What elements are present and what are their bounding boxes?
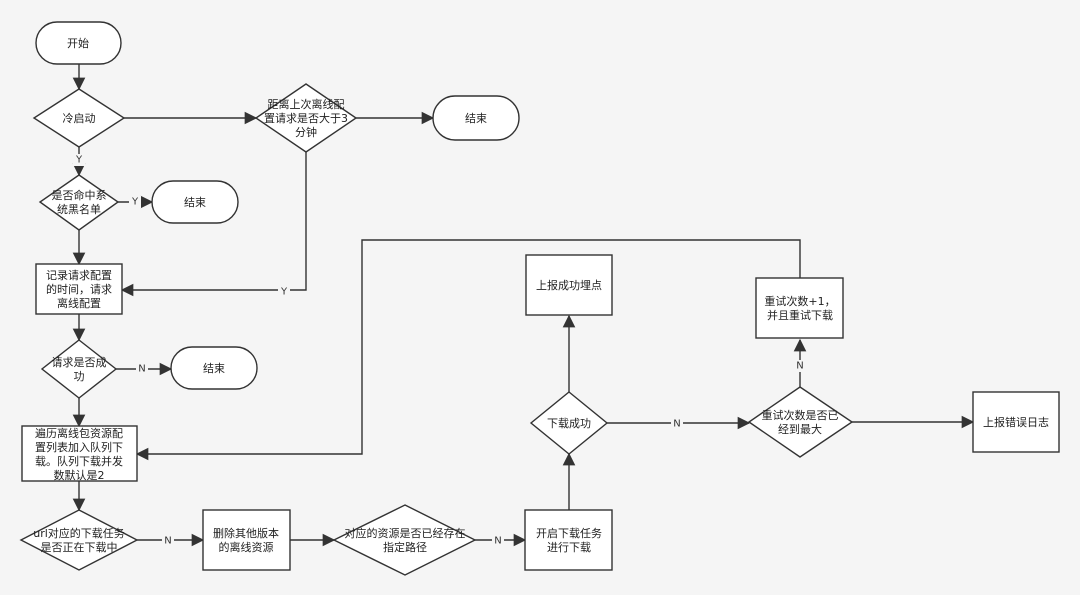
edge-interval-check-to-record bbox=[120, 152, 307, 297]
node-label-line: 开始 bbox=[67, 36, 89, 50]
node-label-line: 删除其他版本 bbox=[213, 526, 279, 540]
node-label: 重试次数+1，并且重试下载 bbox=[764, 294, 835, 322]
node-label-line: 请求是否成 bbox=[52, 356, 107, 369]
node-label-line: 遍历离线包资源配 bbox=[35, 426, 123, 440]
node-start-download bbox=[524, 509, 613, 571]
node-label-line: 统黑名单 bbox=[57, 202, 101, 216]
node-label-line: 记录请求配置 bbox=[46, 269, 112, 282]
node-label-line: 是否正在下载中 bbox=[41, 541, 118, 554]
node-download-success bbox=[529, 391, 609, 455]
node-label-line: 分钟 bbox=[295, 125, 317, 139]
node-label: 开始 bbox=[67, 36, 89, 50]
node-label: 是否命中系统黑名单 bbox=[52, 188, 107, 216]
node-label-line: 的离线资源 bbox=[219, 540, 274, 554]
edge-labels: Y Y Y N N N N N bbox=[73, 154, 806, 547]
node-resource-exists bbox=[332, 504, 477, 576]
node-label-line: 指定路径 bbox=[383, 540, 427, 554]
edge-label-n-url-delete: N bbox=[164, 536, 171, 547]
node-end-top bbox=[432, 95, 520, 141]
node-report-success bbox=[525, 254, 613, 316]
node-label: 上报错误日志 bbox=[983, 415, 1049, 429]
node-url-downloading bbox=[19, 509, 139, 571]
node-retry-max bbox=[747, 386, 854, 458]
node-label-line: 对应的资源是否已经存在 bbox=[345, 526, 466, 540]
node-end-request bbox=[170, 346, 258, 390]
node-interval-check bbox=[254, 83, 358, 153]
node-traverse bbox=[21, 425, 138, 482]
node-label: 结束 bbox=[184, 196, 206, 209]
node-request-success bbox=[40, 339, 118, 399]
node-label-line: 结束 bbox=[465, 112, 487, 125]
node-delete-old bbox=[202, 509, 291, 571]
node-label-line: 重试次数是否已 bbox=[762, 408, 839, 422]
node-label-line: 开启下载任务 bbox=[536, 527, 602, 540]
node-label: 开启下载任务进行下载 bbox=[536, 527, 602, 554]
node-label-line: 载。队列下载并发 bbox=[35, 454, 123, 468]
node-label: 记录请求配置的时间，请求离线配置 bbox=[46, 269, 112, 310]
edge-label-n-success-retry: N bbox=[673, 419, 680, 430]
node-label-line: 重试次数+1， bbox=[764, 294, 835, 308]
node-label-line: 置列表加入队列下 bbox=[35, 440, 123, 454]
edge-label-n-request-end: N bbox=[138, 364, 145, 375]
node-report-error bbox=[972, 391, 1060, 453]
node-label: 冷启动 bbox=[63, 112, 96, 125]
edge-retry-download-to-traverse bbox=[135, 239, 801, 461]
node-label-line: 并且重试下载 bbox=[767, 308, 833, 322]
node-label-line: 下载成功 bbox=[547, 417, 591, 430]
node-label-line: 冷启动 bbox=[63, 112, 96, 125]
node-label-line: 结束 bbox=[184, 196, 206, 209]
node-blacklist bbox=[38, 174, 120, 231]
node-label: 遍历离线包资源配置列表加入队列下载。队列下载并发数默认是2 bbox=[35, 426, 123, 482]
node-label: 结束 bbox=[203, 362, 225, 375]
node-label: 结束 bbox=[465, 112, 487, 125]
node-label-line: 上报错误日志 bbox=[983, 415, 1049, 429]
node-label: 上报成功埋点 bbox=[536, 278, 602, 292]
node-label: 删除其他版本的离线资源 bbox=[213, 526, 279, 554]
node-retry-download bbox=[755, 277, 844, 339]
node-label: 重试次数是否已经到最大 bbox=[762, 408, 839, 436]
node-label-line: 的时间，请求 bbox=[46, 282, 112, 296]
edge-label-y-cold-blacklist: Y bbox=[75, 155, 83, 166]
node-label-line: 功 bbox=[74, 370, 85, 383]
node-start bbox=[35, 21, 122, 65]
node-label-line: 经到最大 bbox=[778, 422, 822, 436]
edge-label-n-exists-download: N bbox=[494, 536, 501, 547]
node-label-line: 是否命中系 bbox=[52, 188, 107, 202]
node-label: 对应的资源是否已经存在指定路径 bbox=[345, 526, 466, 554]
node-label: 请求是否成功 bbox=[52, 356, 107, 383]
node-label-line: 结束 bbox=[203, 362, 225, 375]
nodes bbox=[19, 21, 1060, 576]
node-label-line: 距离上次离线配 bbox=[268, 97, 345, 111]
node-end-blacklist bbox=[151, 180, 239, 224]
node-label-line: 数默认是2 bbox=[54, 469, 105, 482]
edge-label-n-retry-increment: N bbox=[796, 361, 803, 372]
node-record-request bbox=[35, 263, 123, 315]
node-label-line: 进行下载 bbox=[547, 541, 591, 554]
edge-label-y-blacklist-end: Y bbox=[131, 197, 139, 208]
node-label-line: 离线配置 bbox=[57, 296, 101, 310]
node-label-line: url对应的下载任务 bbox=[33, 526, 125, 540]
node-label-line: 上报成功埋点 bbox=[536, 278, 602, 292]
node-cold-start bbox=[32, 88, 126, 148]
node-label-line: 置请求是否大于3 bbox=[264, 111, 348, 125]
node-label: url对应的下载任务是否正在下载中 bbox=[33, 526, 125, 554]
edge-label-y-interval-record: Y bbox=[280, 287, 288, 298]
node-label: 下载成功 bbox=[547, 417, 591, 430]
